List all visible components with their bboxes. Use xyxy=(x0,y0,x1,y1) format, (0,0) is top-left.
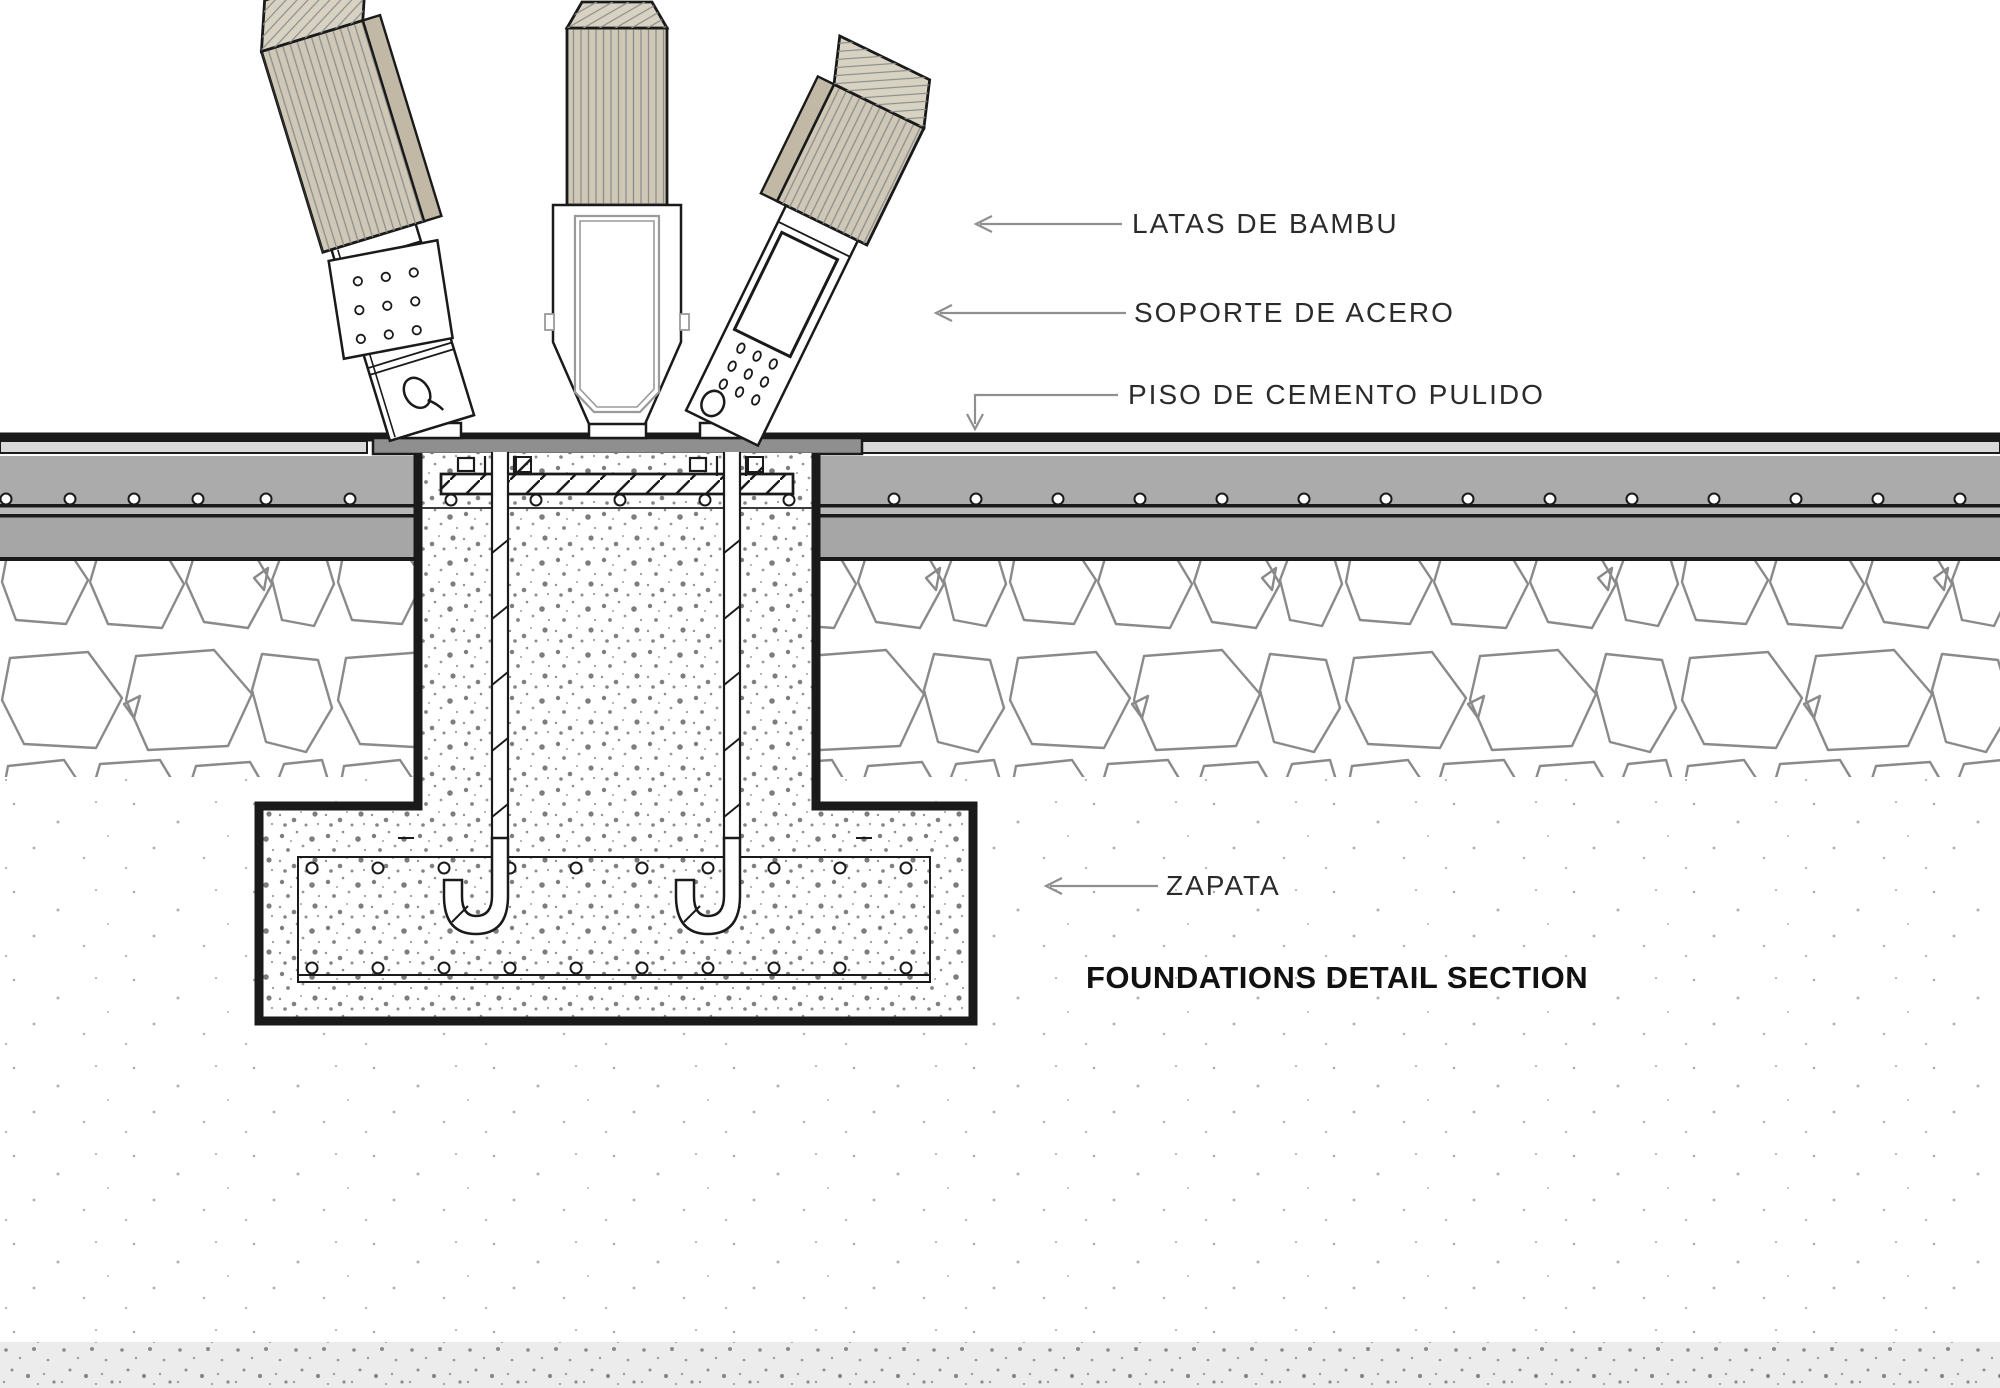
callout-floor: PISO DE CEMENTO PULIDO xyxy=(966,379,1545,432)
floor-assembly xyxy=(0,432,2000,1388)
arrowhead-left-icon xyxy=(933,304,953,322)
arrowhead-left-icon xyxy=(1043,877,1063,895)
steel-base-plate xyxy=(371,436,864,456)
shoe-slot-center xyxy=(573,214,661,414)
label-piso-de-cemento-pulido: PISO DE CEMENTO PULIDO xyxy=(1128,379,1545,410)
bolt-holes-left xyxy=(352,267,422,345)
bamboo-pole-left xyxy=(259,0,443,254)
anchor-hook-right xyxy=(674,836,742,936)
callout-bamboo: LATAS DE BAMBU xyxy=(973,208,1399,239)
slab-rebar-circles xyxy=(0,492,1967,506)
assembly-center xyxy=(544,0,690,426)
slot-hole-right xyxy=(700,389,726,418)
anchor-bolt-left xyxy=(442,452,532,936)
steel-bracket-center xyxy=(544,203,690,426)
slot-hole-left xyxy=(402,376,432,410)
soil-bottom-strip xyxy=(0,1342,2000,1388)
label-soporte-de-acero: SOPORTE DE ACERO xyxy=(1134,297,1455,328)
floor-top-line xyxy=(0,432,2000,442)
assembly-left xyxy=(259,0,476,443)
pier-and-footing-outline xyxy=(254,453,978,1026)
hardcore-stone-layer-left xyxy=(0,561,418,777)
steel-bracket-right xyxy=(684,203,860,448)
anchor-template-plate xyxy=(439,472,796,507)
arrowhead-down-icon xyxy=(966,413,984,432)
callout-footing: ZAPATA xyxy=(1043,870,1281,901)
bamboo-pole-center xyxy=(564,0,670,207)
callout-steel-support: SOPORTE DE ACERO xyxy=(933,297,1455,328)
bolt-holes-right xyxy=(718,342,778,406)
floor-screed-left xyxy=(0,440,368,454)
floor-screed-right xyxy=(861,440,2000,454)
bamboo-pole-right xyxy=(759,33,932,247)
side-plate-right xyxy=(732,230,840,359)
drawing-title: FOUNDATIONS DETAIL SECTION xyxy=(1086,960,1588,995)
pier-and-footing xyxy=(254,452,978,1026)
anchor-bolt-right xyxy=(674,452,764,936)
assembly-right xyxy=(684,33,932,448)
steel-bracket-left xyxy=(327,222,476,443)
label-latas-de-bambu: LATAS DE BAMBU xyxy=(1132,208,1399,239)
concrete-slab-right xyxy=(816,456,2000,561)
concrete-slab-left xyxy=(0,456,418,561)
anchor-hook-left xyxy=(442,836,510,936)
arrowhead-left-icon xyxy=(973,215,993,233)
label-zapata: ZAPATA xyxy=(1166,870,1281,901)
hardcore-stone-layer-right xyxy=(816,561,2000,777)
